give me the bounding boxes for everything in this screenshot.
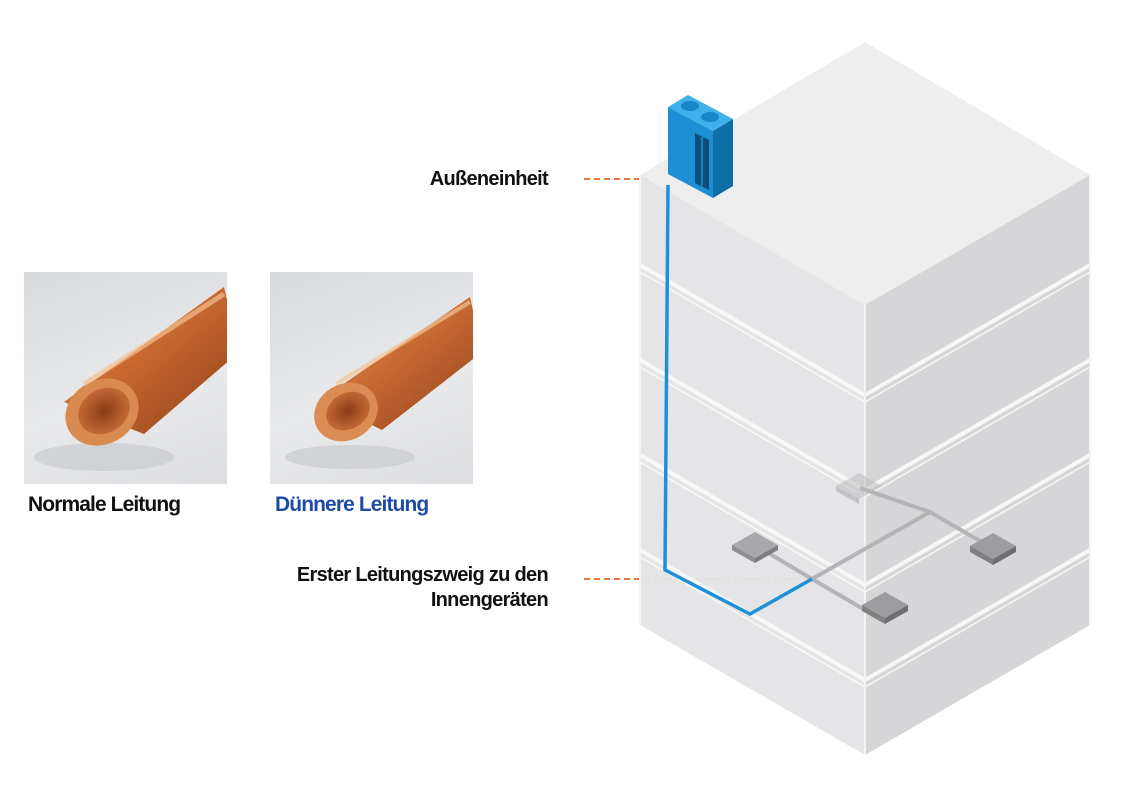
copper-pipe-icon — [285, 297, 473, 469]
pipe-label-normal: Normale Leitung — [28, 493, 181, 516]
indoor-unit-icon — [970, 533, 1016, 565]
label-outdoor-unit: Außeneinheit — [429, 168, 549, 190]
outdoor-unit-icon — [668, 95, 733, 198]
pipe-photo-thinner — [270, 272, 473, 484]
pipe-label-thinner: Dünnere Leitung — [275, 493, 429, 516]
indoor-unit-icon — [862, 592, 908, 624]
label-first-branch: Erster Leitungszweig zu den Innengeräten — [296, 564, 549, 611]
main-refrigerant-pipe — [663, 184, 813, 616]
indoor-unit-icon — [836, 473, 882, 504]
building-diagram — [584, 42, 1092, 755]
pipe-photo-normal — [24, 272, 227, 484]
copper-pipe-icon — [34, 287, 227, 471]
building-icon — [638, 42, 1092, 755]
indoor-unit-icon — [732, 532, 778, 563]
